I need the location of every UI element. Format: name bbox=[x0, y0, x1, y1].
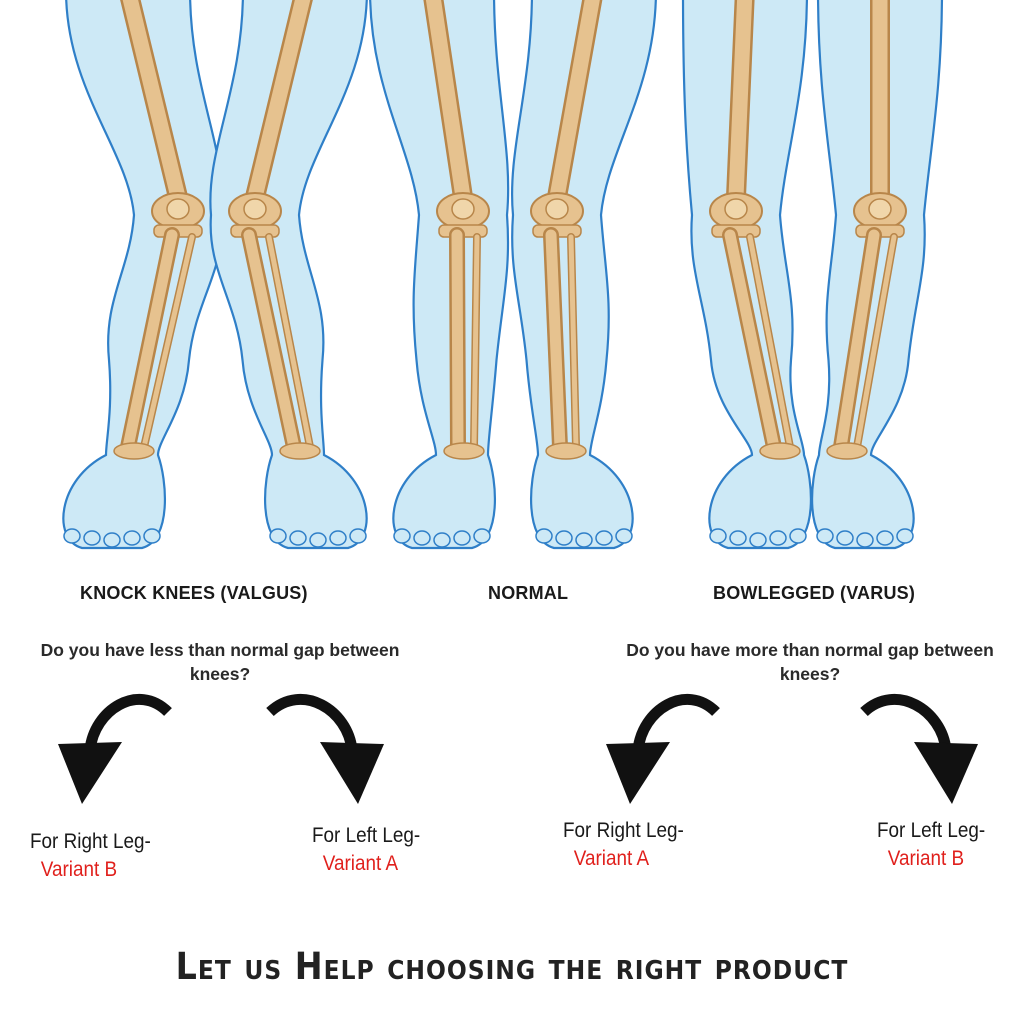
tibia-bone-highlight bbox=[545, 229, 566, 453]
toe bbox=[816, 528, 834, 544]
leg-normal-left bbox=[510, 0, 657, 550]
curved-arrow-down-left-icon bbox=[606, 694, 720, 804]
toe bbox=[329, 530, 347, 546]
variant-label: Variant B bbox=[887, 847, 965, 870]
toe bbox=[789, 528, 807, 544]
toe bbox=[896, 528, 914, 544]
tibia-bone-highlight bbox=[122, 229, 178, 453]
toe bbox=[349, 528, 367, 544]
kneecap bbox=[868, 198, 892, 220]
leg-alignment-illustration bbox=[62, 0, 944, 550]
toe bbox=[63, 528, 81, 544]
tagline: Let us Help choosing the right product bbox=[175, 945, 849, 988]
toe bbox=[453, 530, 471, 546]
variant-label: Variant B bbox=[40, 858, 118, 881]
toe bbox=[856, 532, 874, 548]
ankle-joint bbox=[279, 442, 321, 460]
toe bbox=[535, 528, 553, 544]
kneecap bbox=[166, 198, 190, 220]
choice-left-leg-valgus: For Left Leg-Variant A bbox=[312, 822, 420, 878]
curved-arrow-down-right-icon bbox=[266, 694, 384, 804]
toe bbox=[749, 532, 767, 548]
fibula-bone-highlight bbox=[266, 234, 313, 450]
choice-right-leg-valgus: For Right Leg-Variant B bbox=[30, 828, 151, 884]
fibula-bone-highlight bbox=[471, 234, 480, 450]
tibia-bone-highlight bbox=[451, 229, 464, 453]
tibia-bone-highlight bbox=[724, 229, 780, 453]
kneecap bbox=[545, 198, 569, 220]
leg-varus-right bbox=[681, 0, 812, 550]
ankle-joint bbox=[545, 442, 587, 460]
ankle-joint bbox=[759, 442, 801, 460]
femur-bone-highlight bbox=[247, 0, 311, 205]
toe bbox=[393, 528, 411, 544]
leg-valgus-left bbox=[209, 0, 368, 550]
question-knock-knees: Do you have less than normal gap between… bbox=[40, 640, 400, 684]
leg-outline bbox=[681, 0, 812, 550]
leg-normal-right bbox=[369, 0, 510, 550]
leg-valgus-right bbox=[62, 0, 224, 550]
kneecap bbox=[724, 198, 748, 220]
toe bbox=[575, 532, 593, 548]
toe bbox=[123, 530, 141, 546]
leg-outline bbox=[510, 0, 657, 550]
curved-arrow-down-left-icon bbox=[58, 694, 172, 804]
toe bbox=[143, 528, 161, 544]
toe bbox=[595, 530, 613, 546]
tibia-bone-highlight bbox=[243, 229, 300, 453]
toe bbox=[555, 530, 573, 546]
curved-arrow-down-right-icon bbox=[860, 694, 978, 804]
femur-bone-highlight bbox=[549, 0, 600, 205]
toe bbox=[269, 528, 287, 544]
ankle-joint bbox=[826, 442, 868, 460]
toe bbox=[615, 528, 633, 544]
toe bbox=[876, 530, 894, 546]
kneecap bbox=[451, 198, 475, 220]
femur-bone-highlight bbox=[425, 0, 471, 205]
variant-label: Variant A bbox=[573, 847, 650, 870]
toe bbox=[103, 532, 121, 548]
kneecap bbox=[243, 198, 267, 220]
toe bbox=[83, 530, 101, 546]
tibia-bone-highlight bbox=[835, 229, 880, 453]
fibula-bone-highlight bbox=[568, 234, 579, 450]
toe bbox=[433, 532, 451, 548]
ankle-joint bbox=[113, 442, 155, 460]
choice-left-leg-varus: For Left Leg-Variant B bbox=[877, 817, 985, 873]
label-knock-knees: KNOCK KNEES (VALGUS) bbox=[80, 583, 308, 603]
fibula-bone-highlight bbox=[747, 234, 793, 450]
toe bbox=[309, 532, 327, 548]
label-bowlegged: BOWLEGGED (VARUS) bbox=[713, 583, 916, 603]
ankle-joint bbox=[443, 442, 485, 460]
toe bbox=[413, 530, 431, 546]
fibula-bone-highlight bbox=[854, 234, 897, 450]
toe bbox=[769, 530, 787, 546]
fibula-bone-highlight bbox=[141, 234, 195, 450]
variant-label: Variant A bbox=[322, 852, 399, 875]
question-bowlegged: Do you have more than normal gap between… bbox=[626, 640, 994, 684]
toe bbox=[729, 530, 747, 546]
femur-bone-highlight bbox=[122, 0, 186, 205]
femur-bone-highlight bbox=[728, 0, 753, 205]
choice-right-leg-varus: For Right Leg-Variant A bbox=[563, 817, 684, 873]
label-normal: NORMAL bbox=[488, 583, 569, 603]
toe bbox=[836, 530, 854, 546]
leg-varus-left bbox=[811, 0, 944, 550]
toe bbox=[289, 530, 307, 546]
toe bbox=[709, 528, 727, 544]
toe bbox=[473, 528, 491, 544]
leg-outline bbox=[209, 0, 368, 550]
